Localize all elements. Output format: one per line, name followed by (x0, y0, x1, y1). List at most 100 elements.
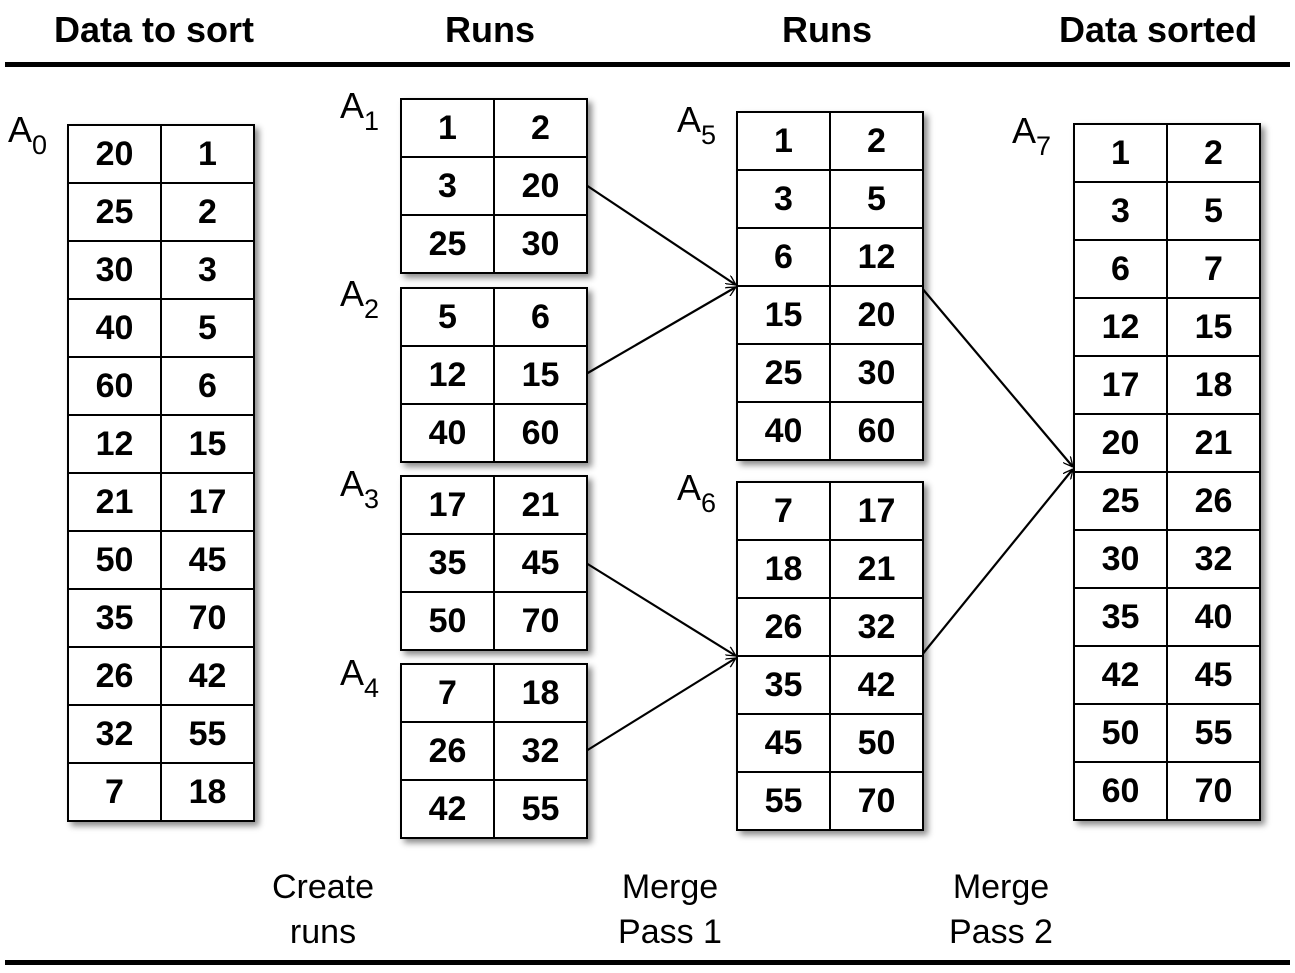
label-a5: A5 (677, 99, 717, 150)
array-cell: 25 (400, 214, 495, 274)
array-cell: 30 (493, 214, 588, 274)
caption-merge-pass-2-line1: Merge (952, 868, 1050, 906)
array-cell: 30 (67, 240, 162, 300)
array-cell: 6 (736, 227, 831, 287)
arrow-a2-to-a5 (585, 286, 736, 375)
array-cell: 26 (400, 721, 495, 781)
array-cell: 15 (160, 414, 255, 474)
array-cell: 70 (160, 588, 255, 648)
array-cell: 45 (160, 530, 255, 590)
array-cell: 42 (829, 655, 924, 715)
caption-merge-pass-2: Merge Pass 2 (901, 865, 1101, 955)
array-cell: 1 (160, 124, 255, 184)
caption-create-runs: Create runs (223, 865, 423, 955)
array-cell: 18 (493, 663, 588, 723)
array-cell: 30 (1073, 529, 1168, 589)
array-cell: 45 (493, 533, 588, 593)
array-cell: 6 (493, 287, 588, 347)
array-cell: 70 (1166, 761, 1261, 821)
caption-merge-pass-1-line2: Pass 1 (618, 913, 722, 951)
array-cell: 32 (493, 721, 588, 781)
array-cell: 30 (829, 343, 924, 403)
array-cell: 32 (829, 597, 924, 657)
array-cell: 55 (160, 704, 255, 764)
caption-merge-pass-2-line2: Pass 2 (949, 913, 1053, 951)
array-cell: 21 (67, 472, 162, 532)
label-a7: A7 (1012, 110, 1052, 161)
array-cell: 35 (1073, 587, 1168, 647)
array-cell: 55 (1166, 703, 1261, 763)
array-cell: 15 (736, 285, 831, 345)
array-cell: 3 (160, 240, 255, 300)
array-cell: 40 (736, 401, 831, 461)
array-cell: 7 (1166, 239, 1261, 299)
array-cell: 55 (493, 779, 588, 839)
array-cell: 20 (67, 124, 162, 184)
label-a0: A0 (8, 109, 48, 160)
array-cell: 32 (1166, 529, 1261, 589)
array-cell: 12 (829, 227, 924, 287)
array-cell: 18 (160, 762, 255, 822)
array-cell: 5 (829, 169, 924, 229)
array-cell: 50 (67, 530, 162, 590)
array-cell: 60 (493, 403, 588, 463)
array-cell: 20 (1073, 413, 1168, 473)
array-cell: 5 (1166, 181, 1261, 241)
array-cell: 17 (829, 481, 924, 541)
array-cell: 25 (67, 182, 162, 242)
array-cell: 35 (736, 655, 831, 715)
array-cell: 2 (493, 98, 588, 158)
array-cell: 1 (400, 98, 495, 158)
array-cell: 2 (1166, 123, 1261, 183)
array-cell: 2 (829, 111, 924, 171)
array-cell: 15 (1166, 297, 1261, 357)
arrow-a4-to-a6 (585, 657, 736, 752)
arrow-a3-to-a6 (585, 562, 736, 657)
array-cell: 3 (1073, 181, 1168, 241)
array-cell: 6 (160, 356, 255, 416)
array-cell: 35 (400, 533, 495, 593)
label-a1: A1 (340, 85, 380, 136)
array-cell: 2 (160, 182, 255, 242)
array-cell: 12 (400, 345, 495, 405)
array-cell: 40 (1166, 587, 1261, 647)
arrow-a1-to-a5 (585, 184, 736, 286)
array-cell: 7 (67, 762, 162, 822)
array-cell: 18 (736, 539, 831, 599)
arrow-a6-to-a7 (920, 469, 1073, 657)
array-cell: 20 (493, 156, 588, 216)
array-cell: 26 (1166, 471, 1261, 531)
array-cell: 60 (67, 356, 162, 416)
array-cell: 1 (736, 111, 831, 171)
